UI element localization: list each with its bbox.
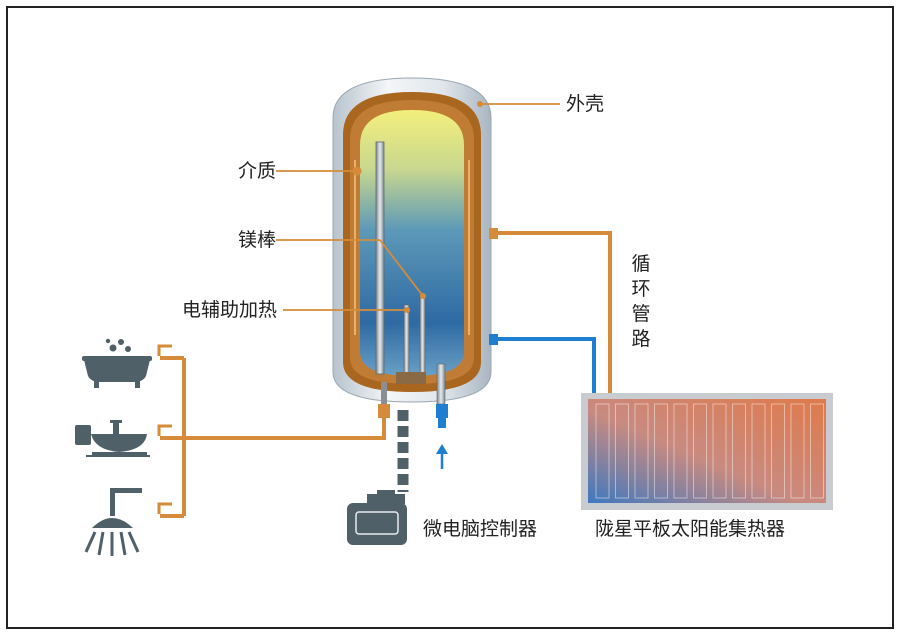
collector-tube xyxy=(732,403,746,499)
electric-heater-label: 电辅助加热 xyxy=(182,299,278,321)
magnesium-rod xyxy=(375,141,385,375)
collector-tube xyxy=(693,403,707,499)
circulation-pipe-cold xyxy=(498,337,596,394)
collector-tube xyxy=(771,403,785,499)
water-tank xyxy=(332,77,498,405)
electric-heater-element xyxy=(403,304,410,378)
valve-icon xyxy=(157,344,172,514)
hot-water-distribution-pipes xyxy=(160,356,386,518)
controller-icon xyxy=(347,490,407,545)
cold-inlet-pipe xyxy=(436,363,446,405)
collector-tube xyxy=(751,403,766,499)
solar-collector-panel xyxy=(581,393,833,510)
circulation-inlet-connector xyxy=(489,334,498,345)
water-flow-arrow-icon xyxy=(436,444,448,469)
collector-tube xyxy=(595,403,610,499)
circulation-pipe-hot xyxy=(498,231,612,394)
collector-tube xyxy=(634,403,649,499)
shower-icon xyxy=(84,488,142,556)
outer-frame xyxy=(6,6,894,629)
magnesium-rod-label: 镁棒 xyxy=(238,229,277,251)
collector-tube xyxy=(673,403,688,499)
heater-element-2 xyxy=(419,296,426,378)
collector-tube xyxy=(810,403,824,499)
collector-tube xyxy=(654,403,668,499)
collector-label: 陇星平板太阳能集热器 xyxy=(595,518,786,540)
bathtub-icon xyxy=(82,338,152,388)
medium-label: 介质 xyxy=(238,160,277,182)
leader-lines xyxy=(276,103,560,311)
collector-tubes xyxy=(595,403,824,499)
hot-water-fitting xyxy=(378,404,390,418)
controller-label: 微电脑控制器 xyxy=(423,518,538,540)
shell-label: 外壳 xyxy=(566,93,605,115)
cold-water-fitting-lower xyxy=(438,418,446,428)
washbasin-icon xyxy=(75,420,150,457)
heater-flange xyxy=(396,372,426,384)
hot-outlet-stub xyxy=(381,382,387,404)
cold-water-fitting xyxy=(436,404,448,418)
collector-tube xyxy=(615,403,629,499)
collector-tube xyxy=(712,403,727,499)
circulation-pipe-label: 循环管路 xyxy=(631,253,651,350)
collector-tube xyxy=(790,403,805,499)
circulation-outlet-connector xyxy=(489,228,498,239)
leader-dots xyxy=(352,101,483,313)
